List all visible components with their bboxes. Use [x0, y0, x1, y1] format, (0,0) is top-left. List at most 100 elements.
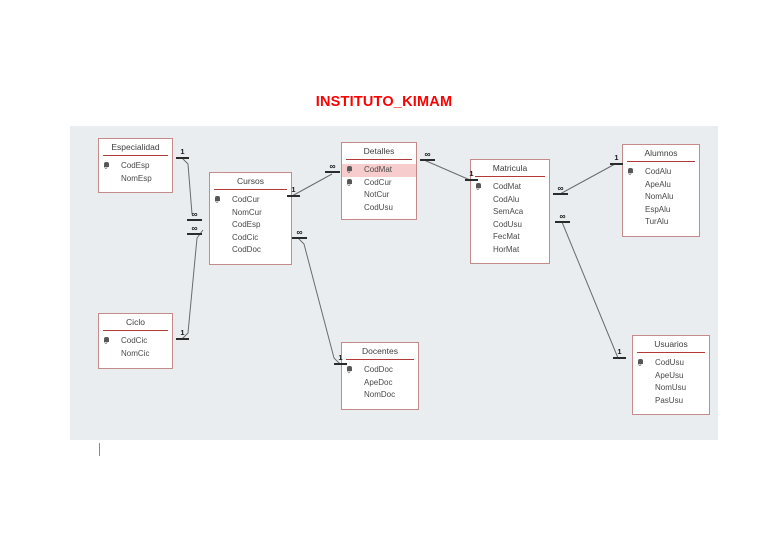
cardinality-label: ∞ [424, 149, 431, 159]
field-row[interactable]: NotCur [342, 189, 416, 202]
field-row[interactable]: ⚷CodCur [210, 194, 291, 207]
field-row-selected[interactable]: ⚷CodMat [342, 164, 416, 177]
cardinality-ciclo-one: 1 [176, 329, 189, 340]
cardinality-bar [176, 157, 189, 159]
primary-key-icon: ⚷ [346, 365, 352, 375]
field-name: TurAlu [645, 217, 669, 227]
cardinality-label: ∞ [329, 161, 336, 171]
field-name: NomEsp [121, 173, 152, 183]
table-title: Ciclo [103, 314, 168, 332]
field-row[interactable]: CodEsp [210, 219, 291, 232]
table-fields: ⚷CodMat CodAlu SemAca CodUsu FecMat HorM… [471, 177, 549, 260]
table-fields: ⚷CodCur NomCur CodEsp CodCic CodDoc [210, 190, 291, 261]
field-name: NomCic [121, 348, 150, 358]
field-row[interactable]: ⚷CodMat [471, 181, 549, 194]
field-row[interactable]: ⚷CodEsp [99, 160, 172, 173]
field-row[interactable]: ⚷CodCur [342, 177, 416, 190]
cardinality-bar [420, 159, 435, 161]
field-row[interactable]: PasUsu [633, 395, 709, 408]
field-row[interactable]: CodDoc [210, 244, 291, 257]
cardinality-alumnos-one: 1 [610, 154, 623, 165]
field-name: CodAlu [493, 194, 520, 204]
table-cursos[interactable]: Cursos ⚷CodCur NomCur CodEsp CodCic CodD… [209, 172, 292, 265]
field-name: CodMat [364, 165, 393, 175]
field-row[interactable]: NomUsu [633, 382, 709, 395]
field-row[interactable]: ApeDoc [342, 377, 418, 390]
field-name: NomCur [232, 207, 262, 217]
cardinality-cursos-many-docentes: ∞ [292, 228, 307, 239]
cardinality-bar [176, 338, 189, 340]
table-matricula[interactable]: Matricula ⚷CodMat CodAlu SemAca CodUsu F… [470, 159, 550, 264]
table-docentes[interactable]: Docentes ⚷CodDoc ApeDoc NomDoc [341, 342, 419, 410]
relationship-canvas[interactable]: Especialidad ⚷CodEsp NomEsp Cursos ⚷CodC… [70, 126, 718, 440]
field-name: CodUsu [493, 219, 522, 229]
field-name: ApeAlu [645, 179, 671, 189]
table-title: Alumnos [627, 145, 695, 163]
cardinality-cursos-many-esp: ∞ [187, 210, 202, 221]
field-row[interactable]: NomCur [210, 207, 291, 220]
field-name: FecMat [493, 232, 520, 242]
field-row[interactable]: CodUsu [471, 219, 549, 232]
field-row[interactable]: ⚷ CodUsu [633, 357, 709, 370]
field-name: PasUsu [655, 395, 684, 405]
field-row[interactable]: CodAlu [471, 194, 549, 207]
field-row[interactable]: NomEsp [99, 173, 172, 186]
cardinality-label: ∞ [191, 223, 198, 233]
field-name: NomDoc [364, 390, 396, 400]
page-title: INSTITUTO_KIMAM [315, 94, 453, 110]
primary-key-icon: ⚷ [627, 167, 633, 177]
cardinality-label: 1 [180, 147, 185, 156]
field-name: ApeUsu [655, 370, 684, 380]
cardinality-bar [610, 163, 623, 165]
field-row[interactable]: ⚷CodAlu [623, 166, 699, 179]
text-caret [99, 443, 100, 456]
field-row[interactable]: EspAlu [623, 204, 699, 217]
table-usuarios[interactable]: Usuarios ⚷CodUsu ApeUsu NomUsu PasUsu [632, 335, 710, 415]
field-name: NomUsu [655, 383, 687, 393]
field-row[interactable]: ⚷CodDoc [342, 364, 418, 377]
cardinality-bar [555, 221, 570, 223]
cardinality-cursos-many-ciclo: ∞ [187, 224, 202, 235]
cardinality-bar [613, 357, 626, 359]
cardinality-label: 1 [614, 153, 619, 162]
primary-key-icon: ⚷ [103, 161, 109, 171]
cardinality-bar [325, 171, 340, 173]
table-fields: ⚷CodDoc ApeDoc NomDoc [342, 360, 418, 406]
field-row[interactable]: CodCic [210, 232, 291, 245]
rel-line-especialidad-cursos [181, 157, 193, 215]
primary-key-icon: ⚷ [637, 358, 643, 368]
field-row[interactable]: ApeAlu [623, 179, 699, 192]
cardinality-label: ∞ [559, 211, 566, 221]
field-name: CodUsu [655, 358, 684, 368]
table-detalles[interactable]: Detalles ⚷CodMat ⚷CodCur NotCur CodUsu [341, 142, 417, 220]
rel-line-cursos-docentes [297, 237, 341, 365]
cardinality-detalles-many-matricula: ∞ [420, 150, 435, 161]
table-title: Docentes [346, 343, 414, 361]
cardinality-matricula-one-detalles: 1 [465, 170, 478, 181]
table-ciclo[interactable]: Ciclo ⚷CodCic NomCic [98, 313, 173, 369]
primary-key-icon: ⚷ [103, 336, 109, 346]
field-row[interactable]: TurAlu [623, 216, 699, 229]
field-row[interactable]: NomDoc [342, 389, 418, 402]
field-row[interactable]: ApeUsu [633, 370, 709, 383]
table-fields: ⚷ CodUsu ApeUsu NomUsu PasUsu [633, 353, 709, 411]
table-especialidad[interactable]: Especialidad ⚷CodEsp NomEsp [98, 138, 173, 193]
table-alumnos[interactable]: Alumnos ⚷CodAlu ApeAlu NomAlu EspAlu Tur… [622, 144, 700, 237]
field-row[interactable]: CodUsu [342, 202, 416, 215]
rel-line-matricula-usuarios [561, 221, 619, 359]
field-name: CodCic [232, 232, 259, 242]
table-fields: ⚷CodCic NomCic [99, 331, 172, 364]
field-name: CodEsp [232, 220, 261, 230]
field-row[interactable]: NomAlu [623, 191, 699, 204]
field-name: NotCur [364, 190, 390, 200]
field-name: CodUsu [364, 202, 393, 212]
field-row[interactable]: SemAca [471, 206, 549, 219]
field-row[interactable]: FecMat [471, 231, 549, 244]
cardinality-label: 1 [291, 185, 296, 194]
cardinality-docentes-one: 1 [334, 354, 347, 365]
field-row[interactable]: HorMat [471, 244, 549, 257]
field-row[interactable]: ⚷CodCic [99, 335, 172, 348]
cardinality-label: ∞ [296, 227, 303, 237]
cardinality-bar [334, 363, 347, 365]
field-row[interactable]: NomCic [99, 348, 172, 361]
